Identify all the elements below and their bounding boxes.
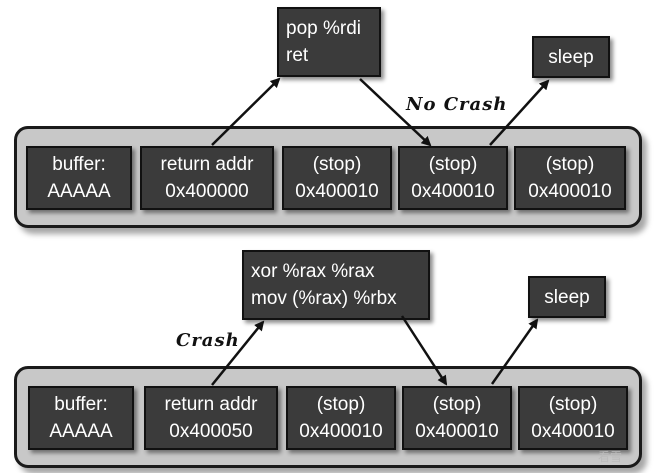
- cell-line2: 0x400010: [299, 421, 383, 442]
- no-crash-label: No Crash: [406, 94, 508, 115]
- cell-line1: return addr: [160, 154, 254, 175]
- cell-line2: AAAAA: [49, 421, 113, 442]
- stop-cell: (stop) 0x400010: [402, 386, 512, 450]
- stop-cell: (stop) 0x400010: [286, 386, 396, 450]
- arrow-gadget-to-stop: [400, 315, 448, 386]
- cell-line2: 0x400010: [531, 421, 615, 442]
- cell-line2: 0x400000: [165, 181, 249, 202]
- stop-cell: (stop) 0x400010: [514, 146, 626, 210]
- gadget-line2: ret: [286, 45, 309, 66]
- return-addr-cell: return addr 0x400050: [144, 386, 278, 450]
- cell-line2: AAAAA: [47, 181, 111, 202]
- cell-line1: (stop): [312, 154, 362, 175]
- gadget-box: pop %rdi ret: [277, 7, 381, 77]
- arrow-return-to-gadget: [211, 320, 265, 386]
- stop-cell: (stop) 0x400010: [282, 146, 392, 210]
- cell-line2: 0x400010: [295, 181, 379, 202]
- gadget-line2: mov (%rax) %rbx: [251, 288, 397, 309]
- cell-line1: (stop): [545, 154, 595, 175]
- sleep-box: sleep: [532, 36, 610, 78]
- buffer-cell: buffer: AAAAA: [28, 386, 134, 450]
- buffer-cell: buffer: AAAAA: [26, 146, 132, 210]
- cell-line1: (stop): [432, 394, 482, 415]
- sleep-label: sleep: [544, 286, 590, 308]
- sleep-box: sleep: [528, 276, 606, 318]
- cell-line2: 0x400050: [169, 421, 253, 442]
- cell-line2: 0x400010: [415, 421, 499, 442]
- gadget-line1: pop %rdi: [286, 18, 361, 39]
- cell-line1: buffer:: [52, 154, 106, 175]
- return-addr-cell: return addr 0x400000: [140, 146, 274, 210]
- arrow-stop-to-sleep: [490, 318, 539, 385]
- cell-line1: (stop): [548, 394, 598, 415]
- arrow-gadget-to-stop: [359, 78, 432, 147]
- watermark: 看雪: [598, 450, 623, 464]
- stop-cell: (stop) 0x400010: [518, 386, 628, 450]
- crash-label: Crash: [176, 330, 240, 351]
- gadget-box: xor %rax %rax mov (%rax) %rbx: [242, 250, 430, 320]
- cell-line1: (stop): [316, 394, 366, 415]
- stop-cell: (stop) 0x400010: [398, 146, 508, 210]
- cell-line2: 0x400010: [528, 181, 612, 202]
- sleep-label: sleep: [548, 46, 594, 68]
- cell-line2: 0x400010: [411, 181, 495, 202]
- arrow-stop-to-sleep: [489, 79, 550, 146]
- cell-line1: (stop): [428, 154, 478, 175]
- arrow-return-to-gadget: [211, 77, 281, 146]
- cell-line1: return addr: [164, 394, 258, 415]
- gadget-line1: xor %rax %rax: [251, 261, 375, 282]
- cell-line1: buffer:: [54, 394, 108, 415]
